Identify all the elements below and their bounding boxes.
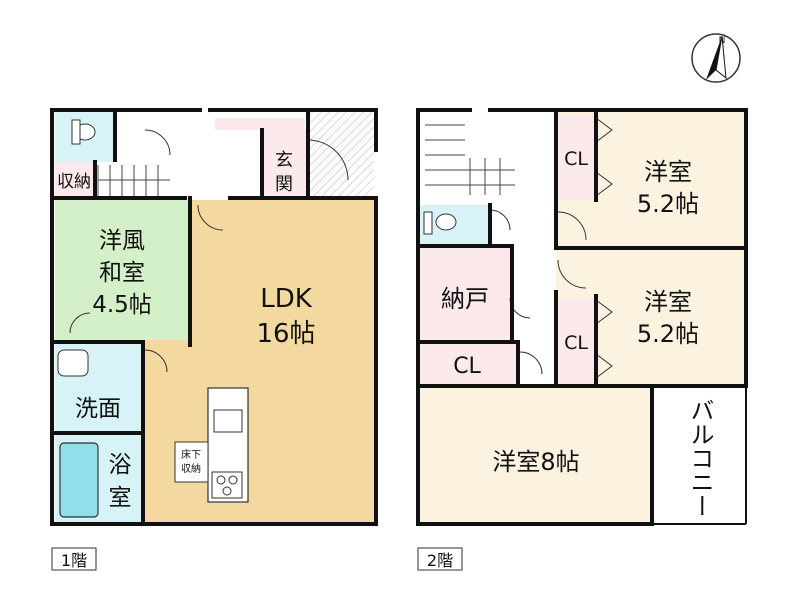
walls-1f	[50, 108, 378, 526]
sink	[213, 409, 243, 433]
compass: N	[691, 33, 741, 83]
ldk-lower-fill	[143, 340, 193, 522]
floor-1: 収納 玄 関 洋風 和室 4.5帖 LDK 16帖 洗面 浴 室 床下 収納 1…	[50, 108, 378, 571]
cl-hall-fill	[420, 343, 516, 385]
entrance-label-2: 関	[275, 174, 293, 195]
floor1-caption: 1階	[61, 551, 87, 570]
cl-mid-label: CL	[564, 332, 588, 354]
bathtub	[59, 442, 99, 518]
floor2-caption-box	[417, 547, 463, 571]
room-a-size: 5.2帖	[637, 190, 699, 218]
nando-fill	[420, 248, 512, 340]
room-c-fill	[420, 387, 652, 522]
room-b-size: 5.2帖	[637, 320, 699, 348]
floor-2: CL 洋室 5.2帖 納戸 CL 洋室 5.2帖 CL 洋室8帖 バルコニー 2…	[416, 108, 748, 571]
compass-needle-light-icon	[715, 35, 727, 80]
cl-mid-fill	[558, 298, 594, 384]
stove-burner-2	[228, 475, 238, 485]
closet-door-marks	[595, 117, 613, 379]
storage-fill	[55, 162, 95, 198]
compass-letter: N	[719, 36, 726, 46]
cl-top-fill	[558, 114, 594, 200]
wafu-size-label: 4.5帖	[92, 292, 152, 318]
toilet-1f-tank	[71, 119, 81, 145]
floor1-caption-box	[51, 547, 97, 571]
storage-label: 収納	[57, 172, 91, 192]
kitchen-counter	[207, 387, 249, 503]
ldk-label: LDK	[260, 284, 313, 314]
stove-burner-3	[222, 486, 232, 496]
entrance-fill	[262, 130, 307, 196]
ldk-size-label: 16帖	[256, 319, 315, 349]
wafu-label-2: 和室	[99, 260, 145, 286]
nando-label: 納戸	[441, 285, 489, 313]
toilet-2f-tank	[423, 211, 433, 235]
stairs-1f	[97, 165, 170, 197]
cl-hall-label: CL	[453, 354, 481, 379]
entrance-label-1: 玄	[275, 150, 293, 171]
compass-needle-icon	[706, 36, 722, 80]
wafu-label-1: 洋風	[99, 228, 145, 254]
underfloor-label-1: 床下	[181, 448, 201, 461]
washbasin	[57, 349, 89, 377]
toilet-2f	[435, 213, 457, 231]
porch-hatch	[308, 112, 374, 196]
stove	[211, 471, 243, 499]
room-a-name: 洋室	[644, 158, 692, 186]
stove-burner-1	[216, 475, 226, 485]
underfloor-box	[174, 441, 209, 483]
balcony-label: バルコニー	[686, 398, 714, 518]
room-b-name: 洋室	[644, 288, 692, 316]
shoebox-fill	[215, 118, 305, 130]
underfloor-label-2: 収納	[181, 462, 201, 475]
bath-label-2: 室	[109, 485, 132, 511]
bath-label-1: 浴	[109, 452, 132, 478]
door-swings-2f	[489, 209, 587, 375]
room-c-label: 洋室8帖	[492, 448, 579, 476]
door-swings-1f	[69, 129, 349, 373]
washroom-label: 洗面	[75, 396, 121, 422]
cl-top-label: CL	[564, 148, 588, 170]
wafu-room-fill	[55, 200, 190, 340]
floor2-caption: 2階	[427, 551, 453, 570]
stairs-2f	[425, 124, 515, 195]
walls-2f	[416, 108, 748, 526]
